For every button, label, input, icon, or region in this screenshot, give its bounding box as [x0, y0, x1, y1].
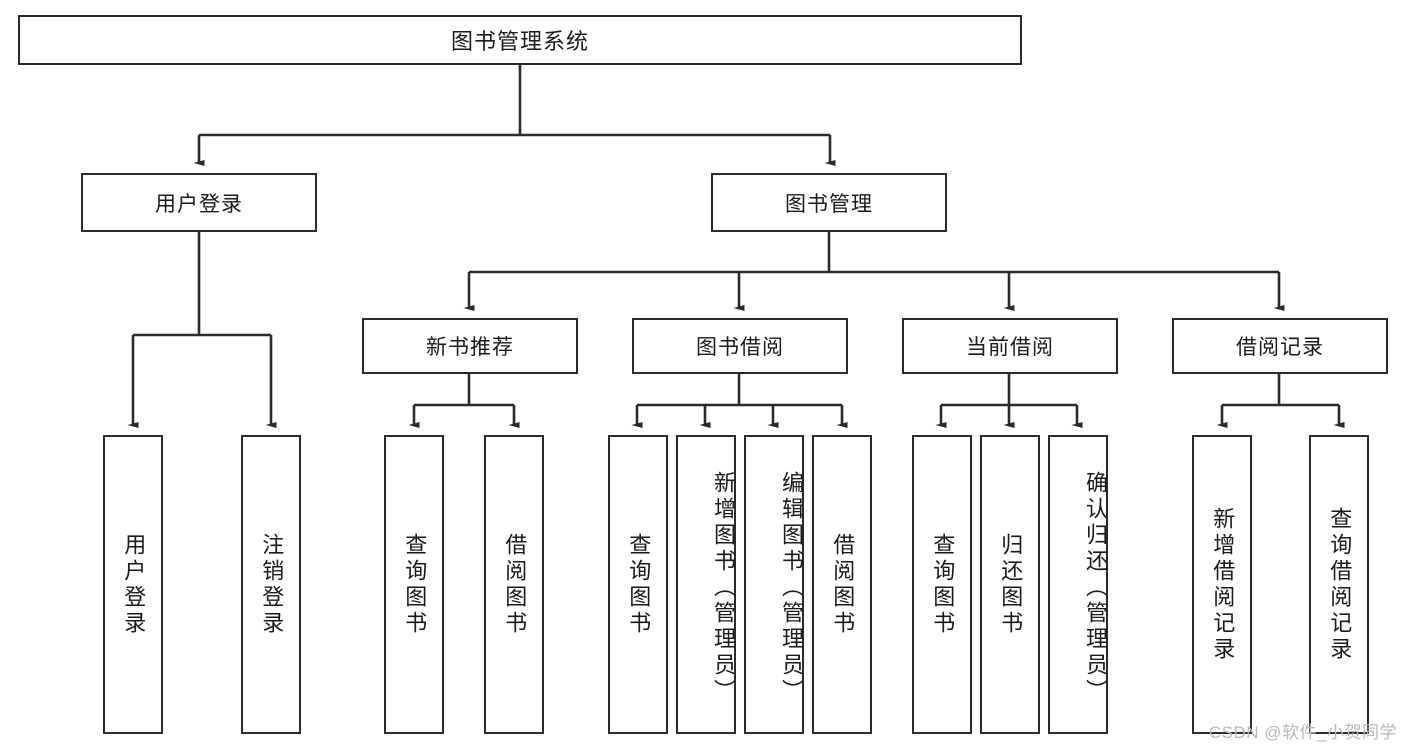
leaf-edit-book-admin[interactable]: 编辑图书（管理员） — [744, 435, 804, 734]
node-user-login[interactable]: 用户登录 — [81, 173, 317, 232]
csdn-watermark: CSDN @软件_小贺同学 — [1208, 723, 1397, 742]
leaf-return-book[interactable]: 归还图书 — [980, 435, 1040, 734]
node-new-book-recommend[interactable]: 新书推荐 — [362, 318, 578, 374]
leaf-query-borrow-record[interactable]: 查询借阅记录 — [1309, 435, 1369, 734]
node-borrow-records[interactable]: 借阅记录 — [1172, 318, 1388, 374]
leaf-query-books-recommend[interactable]: 查询图书 — [384, 435, 444, 734]
leaf-add-book-admin[interactable]: 新增图书（管理员） — [676, 435, 736, 734]
leaf-borrow-book[interactable]: 借阅图书 — [812, 435, 872, 734]
leaf-add-borrow-record[interactable]: 新增借阅记录 — [1192, 435, 1252, 734]
node-book-borrow[interactable]: 图书借阅 — [632, 318, 848, 374]
leaf-user-login[interactable]: 用户登录 — [103, 435, 163, 734]
leaf-query-books-current[interactable]: 查询图书 — [912, 435, 972, 734]
node-root[interactable]: 图书管理系统 — [18, 15, 1022, 65]
node-current-borrow[interactable]: 当前借阅 — [902, 318, 1118, 374]
leaf-query-books-borrow[interactable]: 查询图书 — [608, 435, 668, 734]
leaf-logout[interactable]: 注销登录 — [241, 435, 301, 734]
leaf-borrow-books-recommend[interactable]: 借阅图书 — [484, 435, 544, 734]
leaf-confirm-return-admin[interactable]: 确认归还（管理员） — [1048, 435, 1108, 734]
node-book-management[interactable]: 图书管理 — [711, 173, 947, 232]
